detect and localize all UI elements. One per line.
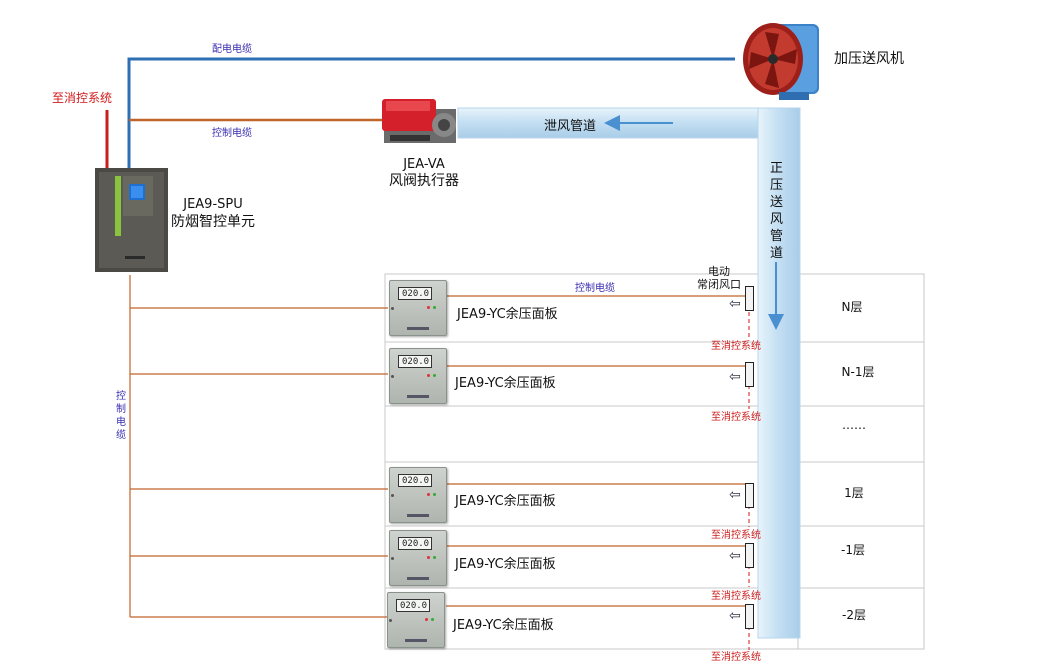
airflow-arrow-icon: ⇦ <box>729 487 741 503</box>
pressure-panel-icon: 020.0 <box>387 592 445 648</box>
airflow-arrow-icon: ⇦ <box>729 369 741 385</box>
actuator-icon <box>382 95 458 149</box>
damper-icon <box>745 543 754 568</box>
damper-icon <box>745 483 754 508</box>
control-cable-label-vertical: 控 制 电 缆 <box>116 391 126 441</box>
exhaust-duct-label: 泄风管道 <box>544 119 597 134</box>
panel-label: JEA9-YC余压面板 <box>455 557 556 572</box>
control-cable-label-top: 控制电缆 <box>212 128 252 139</box>
floor-label: N-1层 <box>841 365 875 379</box>
fire-system-label: 至消控系统 <box>711 530 761 541</box>
controller-model: JEA9-SPU <box>183 197 243 212</box>
floor-label: …… <box>842 418 866 432</box>
controller-cabinet-icon <box>95 168 168 272</box>
fan-icon <box>735 14 825 104</box>
panel-label: JEA9-YC余压面板 <box>453 618 554 633</box>
damper-label: 电动 常闭风口 <box>697 265 741 291</box>
fire-system-label: 至消控系统 <box>52 91 113 105</box>
airflow-arrow-icon: ⇦ <box>729 548 741 564</box>
floor-label: -1层 <box>841 543 865 557</box>
fan-label: 加压送风机 <box>834 51 904 67</box>
floor-label: 1层 <box>844 486 864 500</box>
damper-icon <box>745 362 754 387</box>
airflow-arrow-icon: ⇦ <box>729 296 741 312</box>
power-cable-line <box>127 57 735 175</box>
fire-system-label: 至消控系统 <box>711 591 761 602</box>
airflow-arrow-icon: ⇦ <box>729 608 741 624</box>
power-cable-label: 配电电缆 <box>212 44 252 55</box>
pressure-duct <box>757 107 801 639</box>
pressure-panel-icon: 020.0 <box>389 280 447 336</box>
pressure-panel-icon: 020.0 <box>389 348 447 404</box>
damper-icon <box>745 604 754 629</box>
floor-label: -2层 <box>842 608 866 622</box>
actuator-model: JEA-VA <box>403 157 445 172</box>
panel-label: JEA9-YC余压面板 <box>455 494 556 509</box>
panel-label: JEA9-YC余压面板 <box>457 307 558 322</box>
fire-system-label: 至消控系统 <box>711 652 761 663</box>
pressure-panel-icon: 020.0 <box>389 467 447 523</box>
panel-lcd: 020.0 <box>398 287 432 300</box>
panel-lcd: 020.0 <box>398 537 432 550</box>
damper-icon <box>745 286 754 311</box>
fire-system-label: 至消控系统 <box>711 341 761 352</box>
actuator-name: 风阀执行器 <box>389 173 459 189</box>
control-cable-label-floor: 控制电缆 <box>575 283 615 294</box>
panel-label: JEA9-YC余压面板 <box>455 376 556 391</box>
controller-name: 防烟智控单元 <box>171 214 255 230</box>
panel-lcd: 020.0 <box>396 599 430 612</box>
panel-lcd: 020.0 <box>398 355 432 368</box>
floor-label: N层 <box>841 300 863 314</box>
floor-table <box>384 273 925 650</box>
fire-system-label: 至消控系统 <box>711 412 761 423</box>
pressure-panel-icon: 020.0 <box>389 530 447 586</box>
panel-lcd: 020.0 <box>398 474 432 487</box>
pressure-duct-label: 正 压 送 风 管 道 <box>770 161 784 261</box>
